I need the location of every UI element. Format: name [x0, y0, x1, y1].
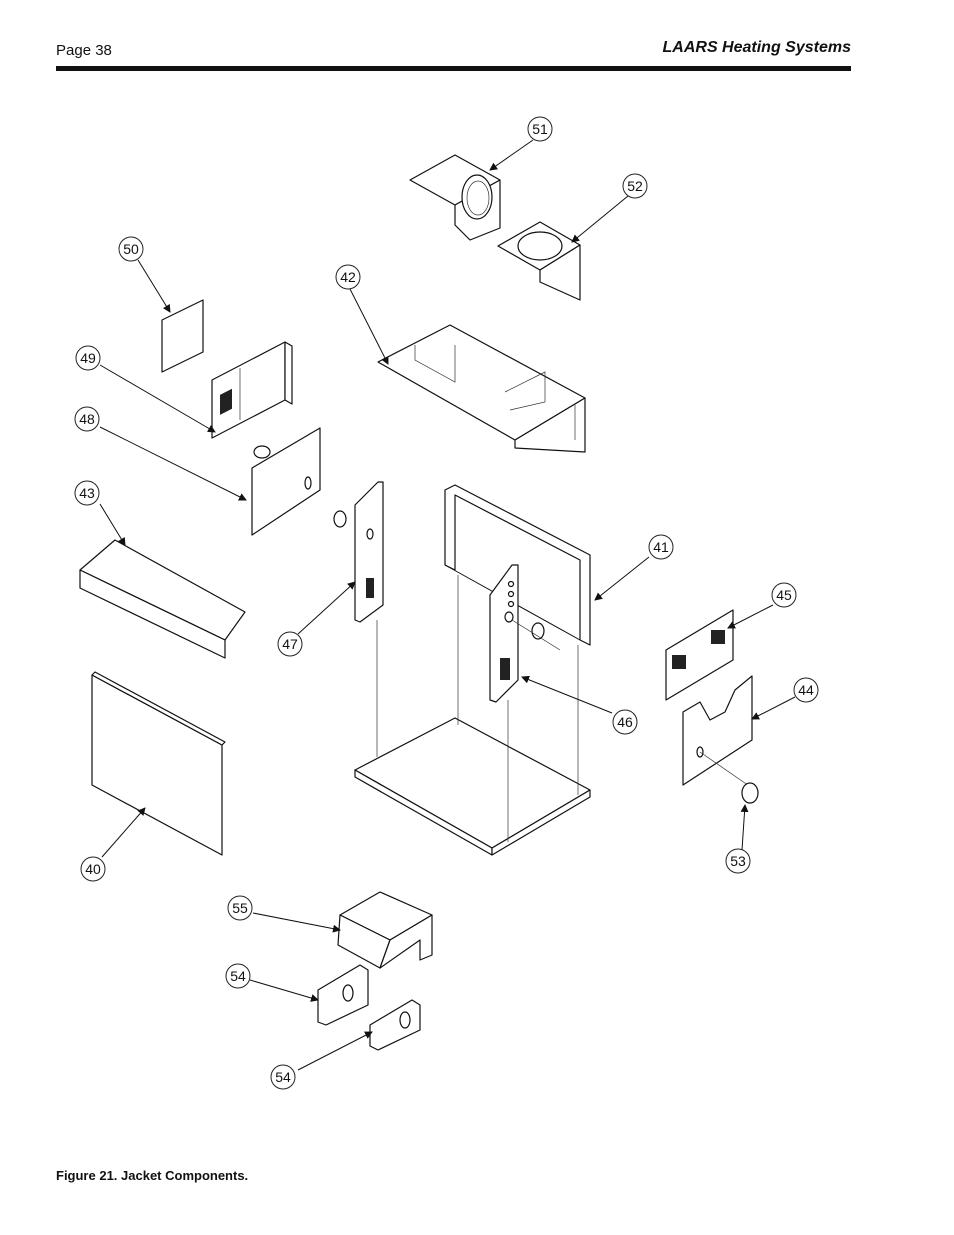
callout-41: 41	[648, 534, 674, 560]
brand-title: LAARS Heating Systems	[662, 39, 852, 56]
callout-50: 50	[118, 236, 144, 262]
part-53-plug	[741, 782, 759, 804]
svg-text:55: 55	[232, 900, 248, 916]
figure-caption: Figure 21. Jacket Components.	[56, 1168, 249, 1183]
part-51-flue-panel	[409, 154, 501, 241]
svg-text:49: 49	[80, 350, 96, 366]
svg-text:43: 43	[79, 485, 95, 501]
svg-text:46: 46	[617, 714, 633, 730]
callout-55: 55	[227, 895, 253, 921]
part-42-top-assembly	[377, 324, 586, 453]
part-54-baffle-upper	[317, 964, 369, 1026]
svg-text:41: 41	[653, 539, 669, 555]
part-52-top-plate	[497, 221, 581, 301]
svg-text:45: 45	[776, 587, 792, 603]
callout-54-upper: 54	[225, 963, 251, 989]
part-44-lower-panel	[682, 675, 756, 791]
svg-text:51: 51	[532, 121, 548, 137]
part-50-cover	[161, 299, 204, 373]
part-45-grille-panel	[665, 609, 734, 701]
callout-51: 51	[527, 116, 553, 142]
svg-text:53: 53	[730, 853, 746, 869]
callout-47: 47	[277, 631, 303, 657]
callout-45: 45	[771, 582, 797, 608]
callout-54-lower: 54	[270, 1064, 296, 1090]
callout-52: 52	[622, 173, 648, 199]
svg-text:47: 47	[282, 636, 298, 652]
part-47-left-column	[333, 481, 384, 623]
callout-49: 49	[75, 345, 101, 371]
svg-text:44: 44	[798, 682, 814, 698]
part-55-hood	[337, 891, 433, 969]
callout-42: 42	[335, 264, 361, 290]
callout-53: 53	[725, 848, 751, 874]
part-54-baffle-lower	[369, 999, 421, 1051]
callout-44: 44	[793, 677, 819, 703]
svg-text:42: 42	[340, 269, 356, 285]
leader-lines	[99, 139, 796, 1071]
callout-40: 40	[80, 856, 106, 882]
part-40-front-panel	[91, 671, 226, 856]
header-rule	[56, 66, 851, 71]
callout-43: 43	[74, 480, 100, 506]
part-46-right-column	[489, 564, 561, 703]
part-49-rear-panel	[211, 341, 293, 439]
svg-text:52: 52	[627, 178, 643, 194]
svg-text:40: 40	[85, 861, 101, 877]
svg-text:54: 54	[230, 968, 246, 984]
svg-text:48: 48	[79, 411, 95, 427]
callout-46: 46	[612, 709, 638, 735]
page-number: Page 38	[56, 42, 112, 59]
svg-text:50: 50	[123, 241, 139, 257]
callout-48: 48	[74, 406, 100, 432]
svg-text:54: 54	[275, 1069, 291, 1085]
part-43-trim	[79, 539, 246, 659]
part-48-side-panel	[251, 427, 321, 536]
base-pan	[354, 575, 591, 856]
